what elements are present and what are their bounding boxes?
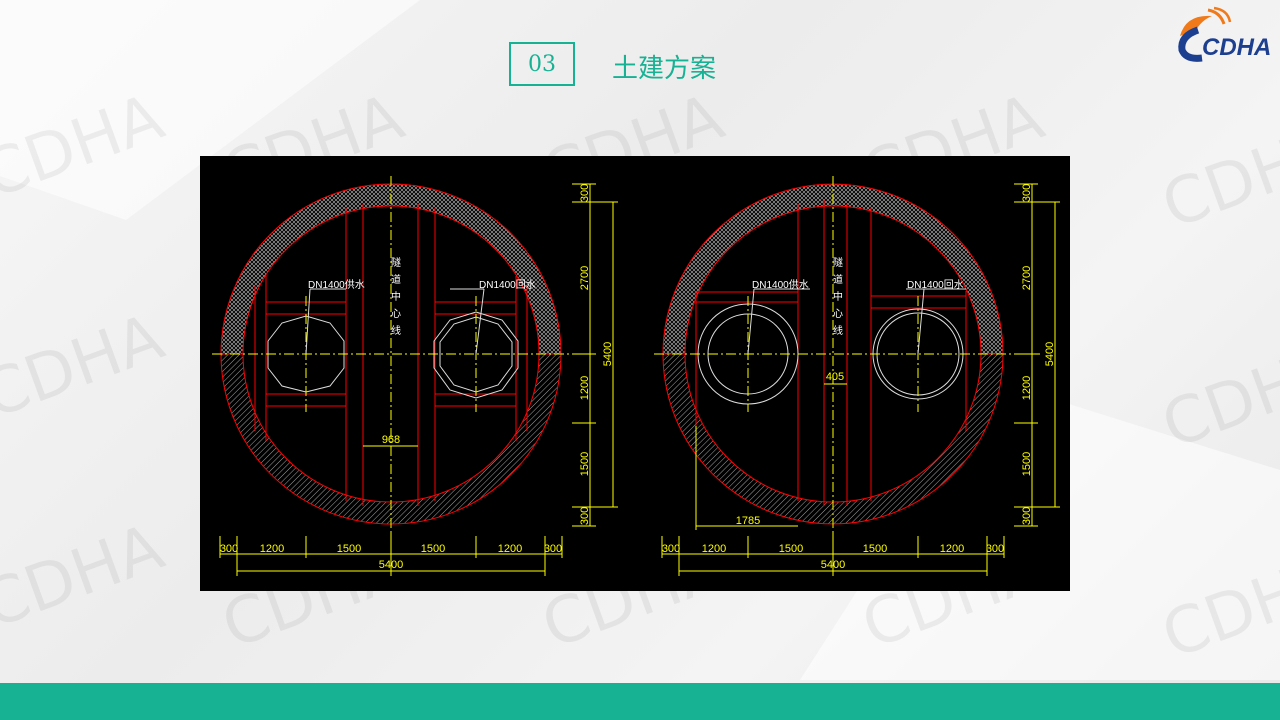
dim-right: 300 xyxy=(1021,507,1033,525)
dim-bottom: 300 xyxy=(986,543,1004,555)
dim-right: 1200 xyxy=(579,376,591,400)
leader-lines xyxy=(305,288,485,355)
section-number: 03 xyxy=(509,42,575,86)
slide-title: 土建方案 xyxy=(612,54,717,84)
left-section: DN1400供水 DN1400回水 隧 道 中 心 线 968 300 1200… xyxy=(212,176,618,576)
centerline-label: 道 xyxy=(833,273,843,286)
tunnel-lining-upper xyxy=(220,183,562,355)
dim-bottom: 1500 xyxy=(421,543,445,555)
return-pipe xyxy=(433,311,519,399)
dim-bottom: 1500 xyxy=(779,543,803,555)
dim-right: 2700 xyxy=(1021,266,1033,290)
centerline-label: 隧 xyxy=(833,256,843,269)
centerlines xyxy=(212,176,595,528)
dim-inner: 405 xyxy=(826,371,844,383)
dimension-lines xyxy=(219,183,618,576)
tunnel-lining-lower xyxy=(662,353,1004,525)
dim-right: 300 xyxy=(579,184,591,202)
watermark: CDHA xyxy=(0,300,173,434)
tunnel-lining-upper xyxy=(662,183,1004,355)
watermark: CDHA xyxy=(1152,330,1280,464)
watermark: CDHA xyxy=(0,510,173,644)
dim-inner: 968 xyxy=(382,434,400,446)
watermark: CDHA xyxy=(1152,110,1280,244)
tunnel-lining-lower xyxy=(220,353,562,525)
centerline-label: 心 xyxy=(391,308,401,320)
dim-right-total: 5400 xyxy=(1044,342,1056,366)
dim-offset: 1785 xyxy=(736,515,760,527)
return-pipe-label: DN1400回水 xyxy=(479,279,536,291)
dim-right: 300 xyxy=(1021,184,1033,202)
dim-bottom: 1200 xyxy=(260,543,284,555)
dim-bottom: 1200 xyxy=(940,543,964,555)
return-pipe-label: DN1400回水 xyxy=(907,279,964,291)
centerline-label: 线 xyxy=(833,324,843,337)
centerline-label: 道 xyxy=(391,273,401,286)
logo-text: CDHA xyxy=(1202,34,1271,61)
centerline-label: 心 xyxy=(833,308,843,320)
dim-right: 300 xyxy=(579,507,591,525)
dim-bottom: 1500 xyxy=(863,543,887,555)
leader-lines xyxy=(747,288,966,355)
supply-pipe-label: DN1400供水 xyxy=(752,278,809,291)
dim-right: 1200 xyxy=(1021,376,1033,400)
dimension-lines xyxy=(661,183,1060,576)
dim-bottom: 300 xyxy=(662,543,680,555)
centerline-label: 中 xyxy=(833,290,843,303)
dim-right-total: 5400 xyxy=(602,342,614,366)
footer-bar xyxy=(0,683,1280,720)
dim-bottom: 300 xyxy=(220,543,238,555)
dim-right: 2700 xyxy=(579,266,591,290)
dim-bottom-total: 5400 xyxy=(379,559,403,571)
dim-right: 1500 xyxy=(579,452,591,476)
support-frame xyxy=(695,200,967,506)
centerline-label: 中 xyxy=(391,290,401,303)
right-section: DN1400供水 DN1400回水 隧 道 中 心 线 405 1785 300… xyxy=(654,176,1060,576)
dim-bottom-total: 5400 xyxy=(821,559,845,571)
supply-pipe-label: DN1400供水 xyxy=(308,278,365,291)
dim-bottom: 1500 xyxy=(337,543,361,555)
dim-bottom: 1200 xyxy=(702,543,726,555)
tunnel-cross-section-drawing: DN1400供水 DN1400回水 隧 道 中 心 线 968 300 1200… xyxy=(200,156,1070,591)
dim-bottom: 300 xyxy=(544,543,562,555)
dim-right: 1500 xyxy=(1021,452,1033,476)
centerline-label: 隧 xyxy=(391,256,401,269)
cad-drawing: DN1400供水 DN1400回水 隧 道 中 心 线 968 300 1200… xyxy=(212,176,1060,576)
dim-bottom: 1200 xyxy=(498,543,522,555)
centerline-label: 线 xyxy=(391,324,401,337)
cdha-logo: CDHA xyxy=(1178,6,1271,62)
